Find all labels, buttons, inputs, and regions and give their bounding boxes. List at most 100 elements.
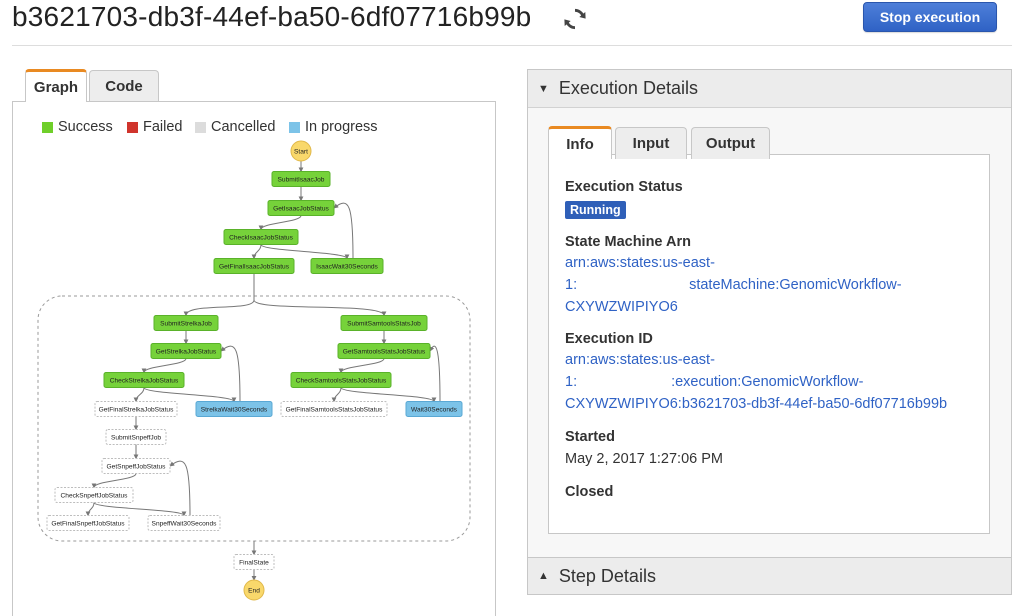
tab-code[interactable]: Code (89, 70, 159, 102)
execution-status-label: Execution Status (565, 179, 683, 195)
state-node-label: GetSnpeffJobStatus (107, 463, 167, 470)
state-node[interactable] (147, 515, 221, 531)
graph-edge (183, 273, 255, 317)
state-node-label: GetIsaacJobStatus (273, 205, 329, 212)
state-node[interactable] (290, 372, 392, 388)
legend-label: Success (58, 119, 113, 135)
arn-line: CXYWZWIPIYO6 (565, 299, 678, 315)
state-node-label: SubmitIsaacJob (278, 176, 325, 183)
graph-edge (260, 244, 350, 260)
legend-success: Success (42, 119, 113, 135)
execution-id-line: 1: :execution:GenomicWorkflow- (565, 371, 947, 393)
step-details-title: Step Details (558, 565, 656, 586)
graph-edge (133, 387, 145, 403)
legend-failed: Failed (127, 119, 183, 135)
state-node[interactable] (280, 401, 388, 417)
state-node[interactable] (310, 258, 384, 274)
state-node-label: GetStrelkaJobStatus (156, 348, 217, 355)
state-node-label: GetFinalSamtoolsStatsJobStatus (286, 406, 383, 413)
execution-title: b3621703-db3f-44ef-ba50-6df07716b99b (12, 1, 532, 32)
state-node[interactable] (233, 554, 275, 570)
graph-edge (85, 502, 95, 517)
graph-edge (91, 473, 137, 489)
state-node[interactable] (46, 515, 130, 531)
terminal-node[interactable] (290, 140, 312, 162)
tab-output[interactable]: Output (691, 127, 770, 159)
execution-id-line: CXYWZWIPIYO6:b3621703-db3f-44ef-ba50-6df… (565, 396, 948, 412)
state-node[interactable] (271, 171, 331, 187)
state-node-label: GetSamtoolsStatsJobStatus (343, 348, 426, 355)
state-node[interactable] (223, 229, 299, 245)
legend-in-progress: In progress (289, 119, 378, 135)
legend-swatch (127, 121, 138, 133)
loop-edge (429, 345, 441, 402)
state-node[interactable] (103, 372, 185, 388)
graph-edge (331, 387, 342, 403)
state-node-label: IsaacWait30Seconds (316, 263, 378, 270)
state-node[interactable] (54, 487, 134, 503)
state-node[interactable] (105, 429, 167, 445)
loop-edge (333, 202, 354, 259)
execution-details-header[interactable]: ▼ Execution Details (528, 70, 1011, 108)
legend-swatch (195, 121, 206, 133)
state-node-label: End (248, 587, 260, 594)
state-node[interactable] (213, 258, 295, 274)
execution-id-prefix: 1: (565, 374, 578, 390)
state-node[interactable] (150, 343, 222, 359)
state-node[interactable] (405, 401, 463, 417)
state-node-label: CheckIsaacJobStatus (229, 234, 293, 241)
refresh-icon[interactable] (562, 6, 588, 32)
execution-id-suffix: :execution:GenomicWorkflow- (671, 374, 864, 390)
tab-input[interactable]: Input (615, 127, 687, 159)
state-node[interactable] (153, 315, 219, 331)
graph-edge (93, 502, 187, 517)
state-node-label: Start (294, 148, 308, 155)
state-machine-arn-label: State Machine Arn (565, 234, 691, 250)
arn-line: arn:aws:states:us-east- (565, 255, 715, 271)
execution-id-link[interactable]: arn:aws:states:us-east- 1: :execution:Gen… (565, 349, 947, 415)
terminal-node[interactable] (243, 579, 265, 601)
state-node-label: StrelkaWait30Seconds (201, 406, 268, 413)
arn-line: 1:stateMachine:GenomicWorkflow- (565, 274, 902, 296)
tab-input-label: Input (632, 135, 670, 152)
graph-edge (340, 387, 437, 403)
tab-output-label: Output (705, 135, 756, 152)
legend-swatch (289, 121, 300, 133)
state-node[interactable] (337, 343, 431, 359)
workflow-graph: StartSubmitIsaacJobGetIsaacJobStatusChec… (37, 140, 471, 601)
state-node[interactable] (340, 315, 428, 331)
state-node-label: Wait30Seconds (411, 406, 458, 413)
page-header: b3621703-db3f-44ef-ba50-6df07716b99b Sto… (0, 0, 1024, 48)
execution-id-label: Execution ID (565, 331, 653, 347)
legend-cancelled: Cancelled (195, 119, 276, 135)
loop-edge (220, 345, 241, 402)
tab-info[interactable]: Info (548, 126, 612, 159)
state-node-label: SnpeffWait30Seconds (152, 520, 218, 527)
closed-label: Closed (565, 484, 614, 500)
legend-label: Cancelled (211, 119, 276, 135)
state-node[interactable] (267, 200, 335, 216)
graph-edge (141, 358, 187, 374)
legend-label: Failed (143, 119, 183, 135)
arn-suffix: stateMachine:GenomicWorkflow- (689, 277, 902, 293)
loop-edge (169, 460, 191, 516)
state-node[interactable] (101, 458, 171, 474)
legend-label: In progress (305, 119, 378, 135)
step-details-panel[interactable]: ▲ Step Details (527, 557, 1012, 595)
tab-graph-label: Graph (33, 78, 79, 96)
state-machine-arn-link[interactable]: arn:aws:states:us-east- 1:stateMachine:G… (565, 252, 902, 318)
started-value: May 2, 2017 1:27:06 PM (565, 451, 723, 467)
parallel-branch-container (37, 295, 471, 542)
state-node-label: CheckStrelkaJobStatus (110, 377, 179, 384)
graph-edge (253, 299, 387, 317)
state-node[interactable] (195, 401, 273, 417)
state-node-label: SubmitSnpeffJob (111, 434, 161, 441)
tab-info-label: Info (566, 135, 594, 153)
tab-graph[interactable]: Graph (25, 69, 87, 102)
state-node-label: SubmitSamtoolsStatsJob (347, 320, 421, 327)
stop-execution-button[interactable]: Stop execution (863, 2, 997, 32)
legend-swatch (42, 121, 53, 133)
state-node[interactable] (94, 401, 178, 417)
execution-id-line: arn:aws:states:us-east- (565, 352, 715, 368)
execution-details-title: Execution Details (558, 78, 698, 98)
